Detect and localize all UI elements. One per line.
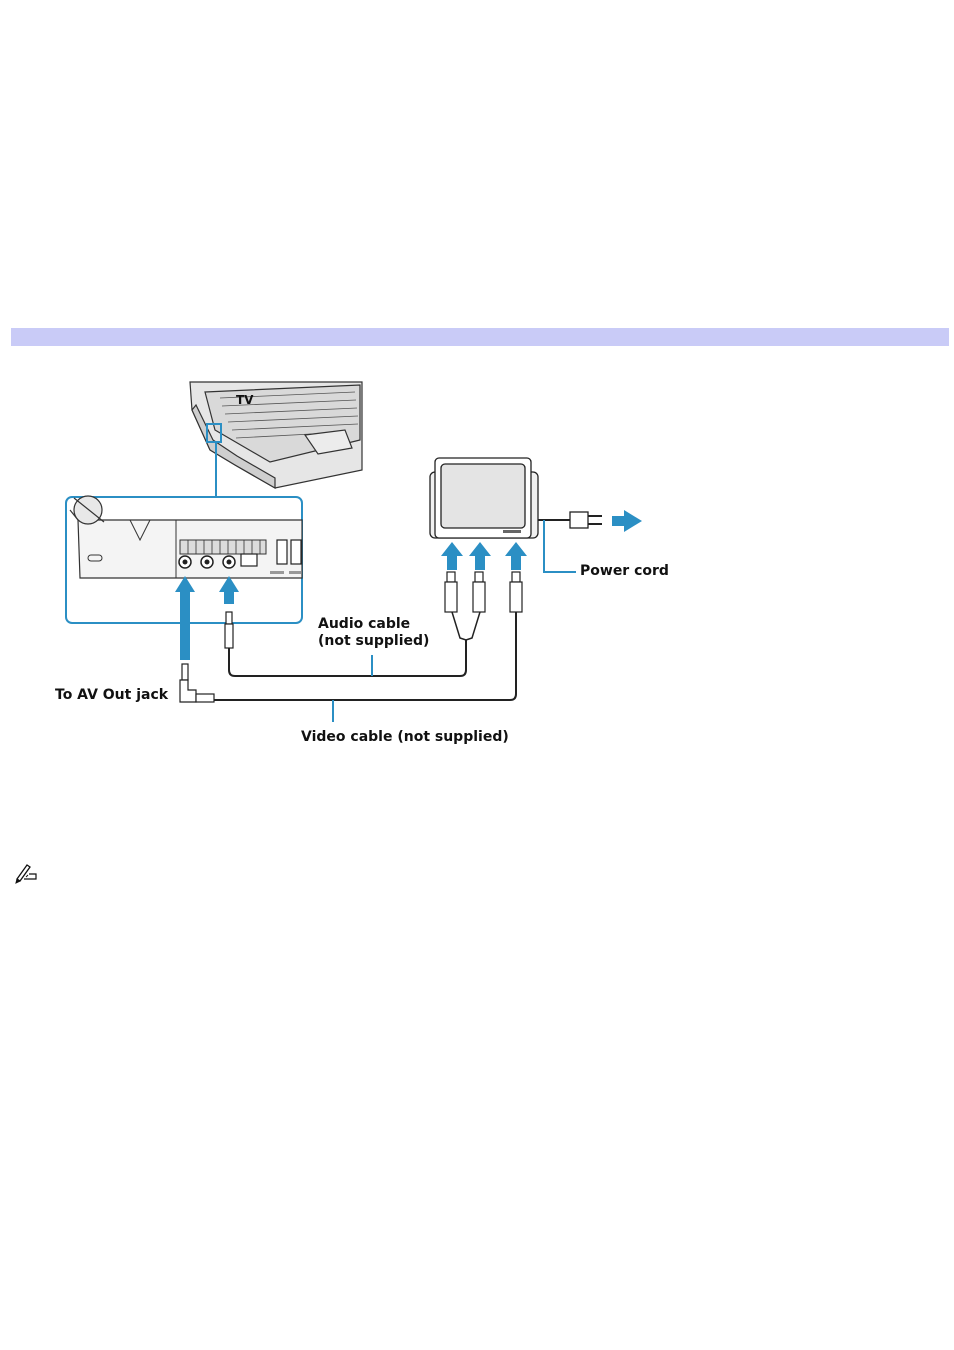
- note-pencil-icon: [14, 862, 40, 884]
- tv-connection-diagram: TV Audio cable (not supplied) Power cord…: [0, 370, 700, 760]
- tv-illustration: [430, 458, 538, 538]
- tv-input-arrows: [441, 542, 527, 570]
- power-cord-label: Power cord: [580, 563, 669, 580]
- audio-cable-note: (not supplied): [318, 633, 429, 650]
- section-header-band: [11, 328, 949, 346]
- audio-cable-label: Audio cable: [318, 616, 410, 633]
- rca-plugs: [445, 572, 522, 622]
- video-cable-label: Video cable (not supplied): [301, 729, 509, 746]
- tv-label: TV: [236, 392, 253, 409]
- av-out-jack-label: To AV Out jack: [55, 687, 168, 704]
